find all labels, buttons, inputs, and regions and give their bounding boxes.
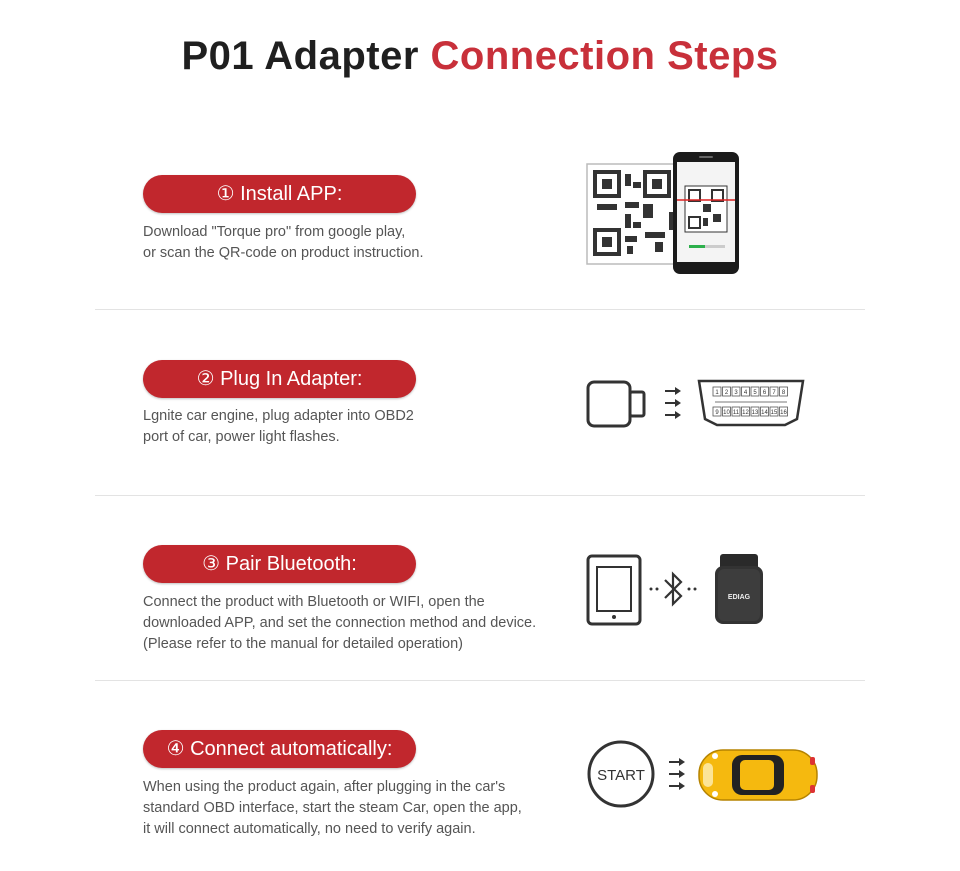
step-label: ③ Pair Bluetooth: <box>143 545 416 583</box>
step-description: Download "Torque pro" from google play, … <box>143 222 573 264</box>
obd-pin-label: 1 <box>715 390 719 396</box>
obd-pin-label: 11 <box>733 410 740 416</box>
step-description: Connect the product with Bluetooth or WI… <box>143 592 573 655</box>
step-pair-bluetooth: ③ Pair Bluetooth: Connect the product wi… <box>0 520 960 670</box>
obd-pin-label: 2 <box>725 390 729 396</box>
obd-pin <box>779 386 788 397</box>
section-divider <box>95 680 865 681</box>
obd-pin <box>731 386 741 397</box>
qr-code-icon <box>586 163 680 265</box>
obd-pin-label: 13 <box>752 410 759 416</box>
obd-pin-label: 15 <box>771 410 778 416</box>
obd-pin-label: 6 <box>763 390 767 396</box>
title-accent: Connection Steps <box>430 34 779 78</box>
step-connect-automatically: ④ Connect automatically: When using the … <box>0 705 960 855</box>
step-label: ① Install APP: <box>143 175 416 213</box>
start-label: START <box>597 767 645 784</box>
obd-pin <box>712 406 722 417</box>
title-main: P01 Adapter <box>181 34 431 78</box>
description-line: port of car, power light flashes. <box>143 429 340 445</box>
step-plug-in-adapter: ② Plug In Adapter: Lgnite car engine, pl… <box>0 335 960 485</box>
obd-pin-label: 16 <box>780 410 787 416</box>
obd-pin <box>750 386 760 397</box>
obd-pin <box>769 406 779 417</box>
description-line: When using the product again, after plug… <box>143 779 506 795</box>
obd-dongle-icon: EDIAG <box>715 554 763 624</box>
obd-pin-label: 7 <box>772 390 776 396</box>
dongle-brand: EDIAG <box>728 594 751 601</box>
description-line: downloaded APP, and set the connection m… <box>143 615 537 631</box>
obd-pin-label: 10 <box>723 410 730 416</box>
description-line: Lgnite car engine, plug adapter into OBD… <box>143 408 414 424</box>
section-divider <box>95 309 865 310</box>
step-label: ④ Connect automatically: <box>143 730 416 768</box>
obd-pin <box>722 406 731 417</box>
obd-pin <box>760 406 769 417</box>
description-line: or scan the QR-code on product instructi… <box>143 245 424 261</box>
obd-pin <box>741 406 750 417</box>
obd-pin-label: 9 <box>715 410 719 416</box>
description-line: Download "Torque pro" from google play, <box>143 224 406 240</box>
car-icon <box>698 749 818 801</box>
page-title: P01 Adapter Connection Steps <box>0 34 960 79</box>
pair-bluetooth-illustration: EDIAG <box>585 552 795 628</box>
description-line: it will connect automatically, no need t… <box>143 821 476 837</box>
tablet-icon <box>586 554 642 626</box>
obd-pin <box>741 386 750 397</box>
start-button-icon: START <box>587 740 655 808</box>
description-line: Connect the product with Bluetooth or WI… <box>143 594 485 610</box>
step-description: When using the product again, after plug… <box>143 777 573 840</box>
section-divider <box>95 495 865 496</box>
obd-pin <box>722 386 731 397</box>
step-install-app: ① Install APP: Download "Torque pro" fro… <box>0 150 960 300</box>
adapter-icon <box>586 380 646 428</box>
obd-pin <box>760 386 769 397</box>
obd-pin <box>779 406 788 417</box>
connect-auto-illustration: START <box>585 739 820 809</box>
bluetooth-icon <box>649 571 697 607</box>
obd-pin <box>731 406 741 417</box>
obd-pin <box>750 406 760 417</box>
obd-pin-label: 12 <box>742 410 749 416</box>
obd-pin-label: 3 <box>734 390 738 396</box>
arrows-icon <box>669 758 685 790</box>
arrows-icon <box>665 387 681 419</box>
obd-pin <box>769 386 779 397</box>
obd-pin-label: 4 <box>744 390 748 396</box>
step-description: Lgnite car engine, plug adapter into OBD… <box>143 406 573 448</box>
phone-scan-icon <box>673 152 739 274</box>
step-label: ② Plug In Adapter: <box>143 360 416 398</box>
description-line: (Please refer to the manual for detailed… <box>143 636 463 652</box>
obd-pin-label: 8 <box>782 390 786 396</box>
obd-pin-label: 14 <box>761 410 768 416</box>
install-app-illustration <box>585 152 745 277</box>
obd-pin-label: 5 <box>753 390 757 396</box>
description-line: standard OBD interface, start the steam … <box>143 800 522 816</box>
obd-pin <box>712 386 722 397</box>
